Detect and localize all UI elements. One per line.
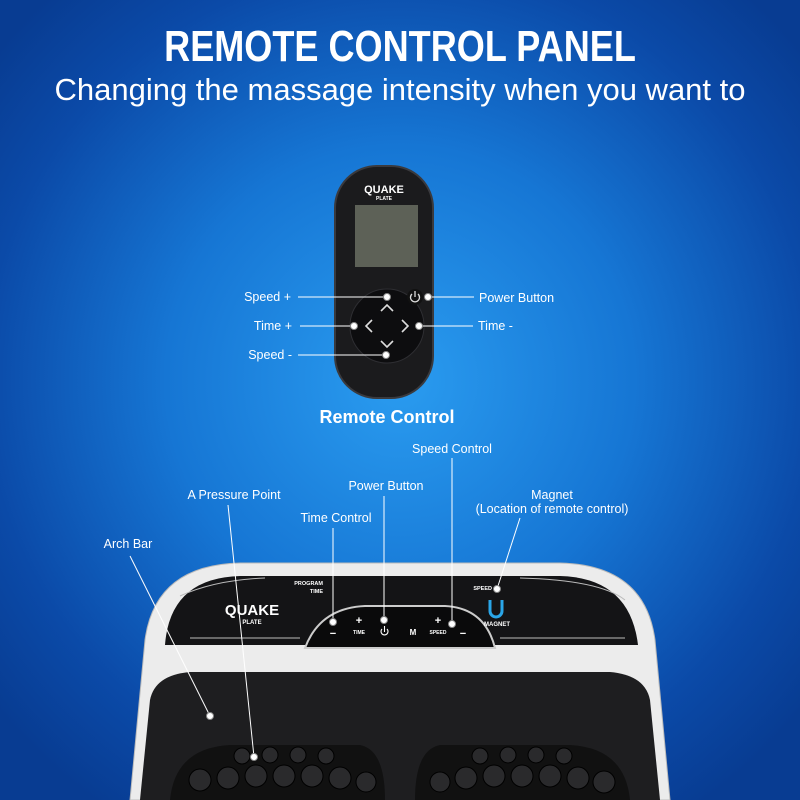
remote-control: QUAKE PLATE (334, 165, 434, 399)
remote-caption: Remote Control (320, 407, 455, 427)
vibration-plate: QUAKE PLATE PROGRAM TIME − + TIME M + SP… (129, 562, 671, 800)
callout-speed-minus: Speed - (248, 348, 292, 362)
arrow-down-icon[interactable] (380, 340, 394, 349)
magnet-icon (488, 600, 504, 619)
device-brand: QUAKE (225, 602, 279, 619)
remote-brand: QUAKE (364, 184, 404, 196)
time-minus-button[interactable]: − (330, 628, 336, 640)
power-icon[interactable] (407, 289, 423, 305)
remote-screen (355, 205, 418, 267)
callout-time-minus: Time - (478, 319, 513, 333)
device-power-icon[interactable] (380, 626, 389, 636)
callout-arch-bar: Arch Bar (104, 537, 153, 551)
magnet-label: MAGNET (484, 622, 510, 628)
mode-button[interactable]: M (410, 628, 417, 637)
time-label: TIME (353, 630, 366, 636)
callout-magnet: Magnet (531, 488, 573, 502)
callout-speed-control: Speed Control (412, 442, 492, 456)
callout-time-plus: Time + (254, 319, 292, 333)
time-plus-button[interactable]: + (356, 615, 362, 627)
speed-minus-button[interactable]: − (460, 628, 466, 640)
speed-label: SPEED (430, 630, 447, 636)
callout-pressure-point: A Pressure Point (187, 488, 281, 502)
arrow-right-icon[interactable] (401, 319, 410, 333)
device-brand-sub: PLATE (242, 620, 261, 626)
callout-speed-plus: Speed + (244, 290, 291, 304)
page-title: REMOTE CONTROL PANEL (164, 22, 636, 71)
callout-time-control: Time Control (300, 511, 371, 525)
page-subtitle: Changing the massage intensity when you … (54, 72, 746, 107)
panel-time-label: TIME (310, 589, 323, 595)
arrow-up-icon[interactable] (380, 303, 394, 312)
panel-program-label: PROGRAM (294, 581, 323, 587)
speed-indicator-label: SPEED (473, 586, 492, 592)
callout-power-remote: Power Button (479, 291, 554, 305)
arrow-left-icon[interactable] (364, 319, 373, 333)
callout-power-device: Power Button (348, 479, 423, 493)
callout-magnet-note: (Location of remote control) (476, 502, 629, 516)
remote-brand-sub: PLATE (376, 196, 393, 202)
speed-plus-button[interactable]: + (435, 615, 441, 627)
